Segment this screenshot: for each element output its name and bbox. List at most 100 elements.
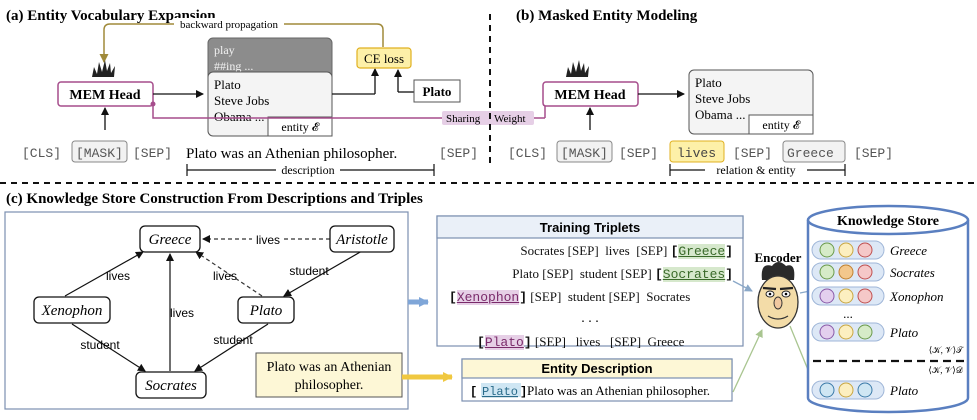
token-relation: lives (677, 146, 716, 161)
node-socrates-label: Socrates (145, 378, 197, 394)
mem-head-a-label: MEM Head (69, 88, 140, 103)
ks-label-greece: Greece (890, 243, 927, 258)
entity-desc-entity: Plato (482, 385, 518, 399)
edge-label-plato-greece: lives (213, 269, 237, 283)
edge-plato-socrates (194, 323, 269, 372)
triplet-3-entity: Xenophon (456, 290, 520, 305)
ce-loss-label: CE loss (364, 51, 404, 66)
entity-a-1: Plato (214, 77, 241, 92)
description-note-line-2: philosopher. (295, 378, 364, 393)
triplet-2-open: [ (654, 267, 663, 282)
edge-label-xenophon-greece: lives (106, 269, 130, 283)
triplet-3-post: [SEP] student [SEP] Socrates (527, 289, 691, 304)
entity-a-3: Obama ... (214, 109, 265, 124)
rel-label-bg (705, 163, 807, 177)
ks-top (806, 204, 970, 236)
triplet-row: Socrates [SEP] lives [SEP] [Greece] (437, 240, 743, 263)
sharing-dot-a (150, 101, 156, 107)
mask-box-b (556, 140, 613, 163)
vocab-item-2: ##ing ... (214, 59, 253, 73)
entity-desc-close: ] (520, 385, 527, 399)
entity-description-row: [ Plato ] Plato was an Athenian philosop… (470, 383, 710, 399)
description-label: description (281, 163, 334, 177)
entity-b-3: Obama ... (695, 107, 746, 122)
ks-row-plato-desc (811, 380, 885, 400)
node-greece (139, 225, 201, 253)
training-triplets-header (436, 215, 744, 239)
vocab-item-1: play (214, 43, 235, 57)
relation-box (669, 140, 725, 163)
edge-label-aristotle-plato: student (289, 264, 329, 278)
entity-b-1: Plato (695, 75, 722, 90)
panel-c-title: (c) Knowledge Store Construction From De… (6, 191, 423, 207)
mem-head-b-label: MEM Head (554, 88, 625, 103)
node-greece-label: Greece (149, 232, 192, 248)
panel-b-title: (b) Masked Entity Modeling (516, 8, 698, 24)
ks-row-xonophon (811, 286, 885, 306)
node-xenophon-label: Xenophon (41, 303, 103, 319)
encoder-label: Encoder (755, 250, 802, 265)
ks-row-plato (811, 322, 885, 342)
backward-label: backward propagation (180, 19, 279, 31)
triplet-4-open: [ (477, 335, 485, 350)
token-sep2-b: [SEP] (733, 146, 772, 161)
ks-label-plato-desc: Plato (889, 383, 919, 398)
edge-plato-greece (195, 251, 263, 297)
backward-label-bg (174, 18, 284, 30)
edge-aristotle-plato (283, 250, 363, 297)
node-aristotle (329, 225, 395, 253)
ks-label-triples: ⟨𝒦, 𝒱⟩𝒯 (929, 345, 964, 355)
entity-desc-text: Plato was an Athenian philosopher. (527, 383, 710, 398)
edge-label-xenophon-socrates: student (80, 338, 120, 352)
ks-label-socrates: Socrates (890, 265, 935, 280)
edge-label-socrates-greece: lives (170, 306, 194, 320)
ks-row-socrates (811, 262, 885, 282)
entity-tag-a (267, 116, 333, 137)
sentence-a: Plato was an Athenian philosopher. (186, 146, 397, 162)
node-socrates (135, 371, 207, 399)
token-cls-b: [CLS] (508, 146, 547, 161)
triplet-row: [Plato] [SEP] lives [SEP] Greece (437, 331, 743, 354)
triplets-to-encoder-arrow (732, 280, 753, 292)
triplet-2-close: ] (725, 267, 733, 282)
triplet-row: Plato [SEP] student [SEP] [Socrates] (437, 263, 743, 286)
lbl-bg-1 (252, 232, 282, 246)
ce-loss-box (356, 47, 412, 69)
triplet-1-entity: Greece (678, 244, 726, 259)
ks-row-greece (811, 240, 885, 260)
token-sep-a: [SEP] (133, 146, 172, 161)
node-xenophon (33, 296, 111, 324)
node-plato (237, 296, 295, 324)
knowledge-store-title: Knowledge Store (837, 214, 939, 229)
weight-label: Weight (494, 113, 526, 125)
ks-label-desc: ⟨𝒦, 𝒱⟩𝒟 (928, 365, 963, 375)
edge-label-aristotle-greece: lives (256, 233, 280, 247)
ks-dots: ... (843, 306, 853, 321)
entity-tag-b-label: entity 𝓔 (762, 118, 800, 132)
triplets-dots: . . . (581, 311, 599, 326)
training-triplets-title: Training Triplets (540, 220, 640, 235)
mem-head-hair-icon (92, 60, 115, 77)
entity-description-highlight (481, 383, 521, 397)
sharing-label: Sharing (446, 113, 481, 125)
triplet-1-open: [ (670, 244, 679, 259)
ks-label-plato: Plato (889, 325, 919, 340)
desc-label-bg (276, 163, 340, 177)
panel-a-title: (a) Entity Vocabulary Expansion (6, 8, 216, 24)
triplet-4-close: ] (523, 335, 532, 350)
entity-a-2: Steve Jobs (214, 93, 269, 108)
edge-label-plato-socrates: student (213, 333, 253, 347)
triplet-2-entity: Socrates (662, 267, 726, 282)
encoder-face-icon (757, 262, 799, 329)
edge-xenophon-greece (64, 251, 144, 297)
mem-head-b-hair-icon (566, 60, 589, 77)
entity-tag-b (748, 114, 814, 135)
triplet-3-close: ] (519, 290, 528, 305)
ks-label-xonophon: Xonophon (889, 289, 943, 304)
entity-description-title: Entity Description (541, 361, 652, 376)
target-box (413, 79, 461, 103)
description-note-line-1: Plato was an Athenian (267, 360, 392, 375)
target-label: Plato (423, 84, 452, 99)
entity-token-box (782, 140, 846, 163)
